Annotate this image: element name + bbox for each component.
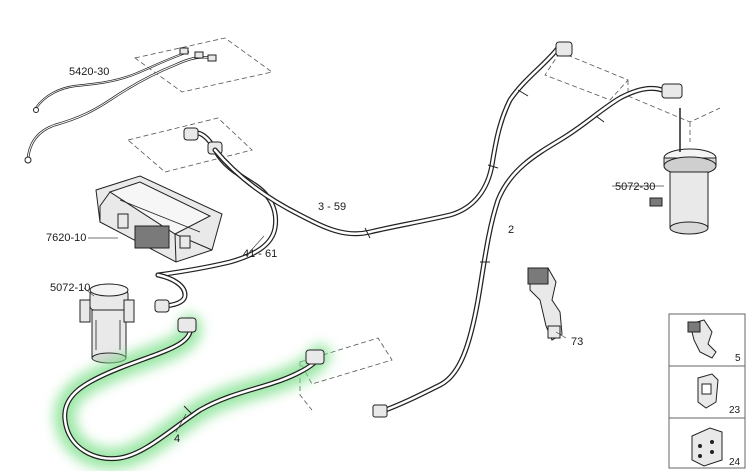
label-5420-30: 5420-30 <box>69 66 109 78</box>
bracket-73[interactable] <box>527 267 563 341</box>
label-3-59: 3 - 59 <box>318 201 346 213</box>
callout-labels: 5420-30 7620-10 5072-10 3 - 59 41 - 61 2… <box>46 66 655 445</box>
label-2: 2 <box>508 224 514 236</box>
tray-7620-10[interactable] <box>95 175 223 263</box>
fuel-filter-5072-10[interactable] <box>79 283 135 364</box>
fuel-line-3-59[interactable] <box>212 41 573 239</box>
label-7620-10: 7620-10 <box>46 232 86 244</box>
legend-item-23[interactable]: 23 <box>697 373 741 416</box>
legend-item-24[interactable]: 24 <box>691 427 741 468</box>
fuel-line-2[interactable] <box>372 83 683 418</box>
label-5072-30: 5072-30 <box>615 181 655 193</box>
label-4: 4 <box>174 433 180 445</box>
legend-number-23: 23 <box>729 405 741 416</box>
harness-5420-30[interactable] <box>24 47 217 164</box>
fuel-sender-5072-30[interactable] <box>649 108 717 235</box>
legend-panel: 5 23 24 <box>668 313 746 469</box>
legend-number-5: 5 <box>735 353 741 364</box>
fuel-line-4-highlighted[interactable] <box>53 314 331 470</box>
label-41-61: 41 - 61 <box>243 248 277 260</box>
label-73: 73 <box>571 336 583 348</box>
legend-number-24: 24 <box>729 457 741 468</box>
legend-item-5[interactable]: 5 <box>687 319 741 364</box>
label-5072-10: 5072-10 <box>50 282 90 294</box>
leader-lines <box>83 185 664 433</box>
